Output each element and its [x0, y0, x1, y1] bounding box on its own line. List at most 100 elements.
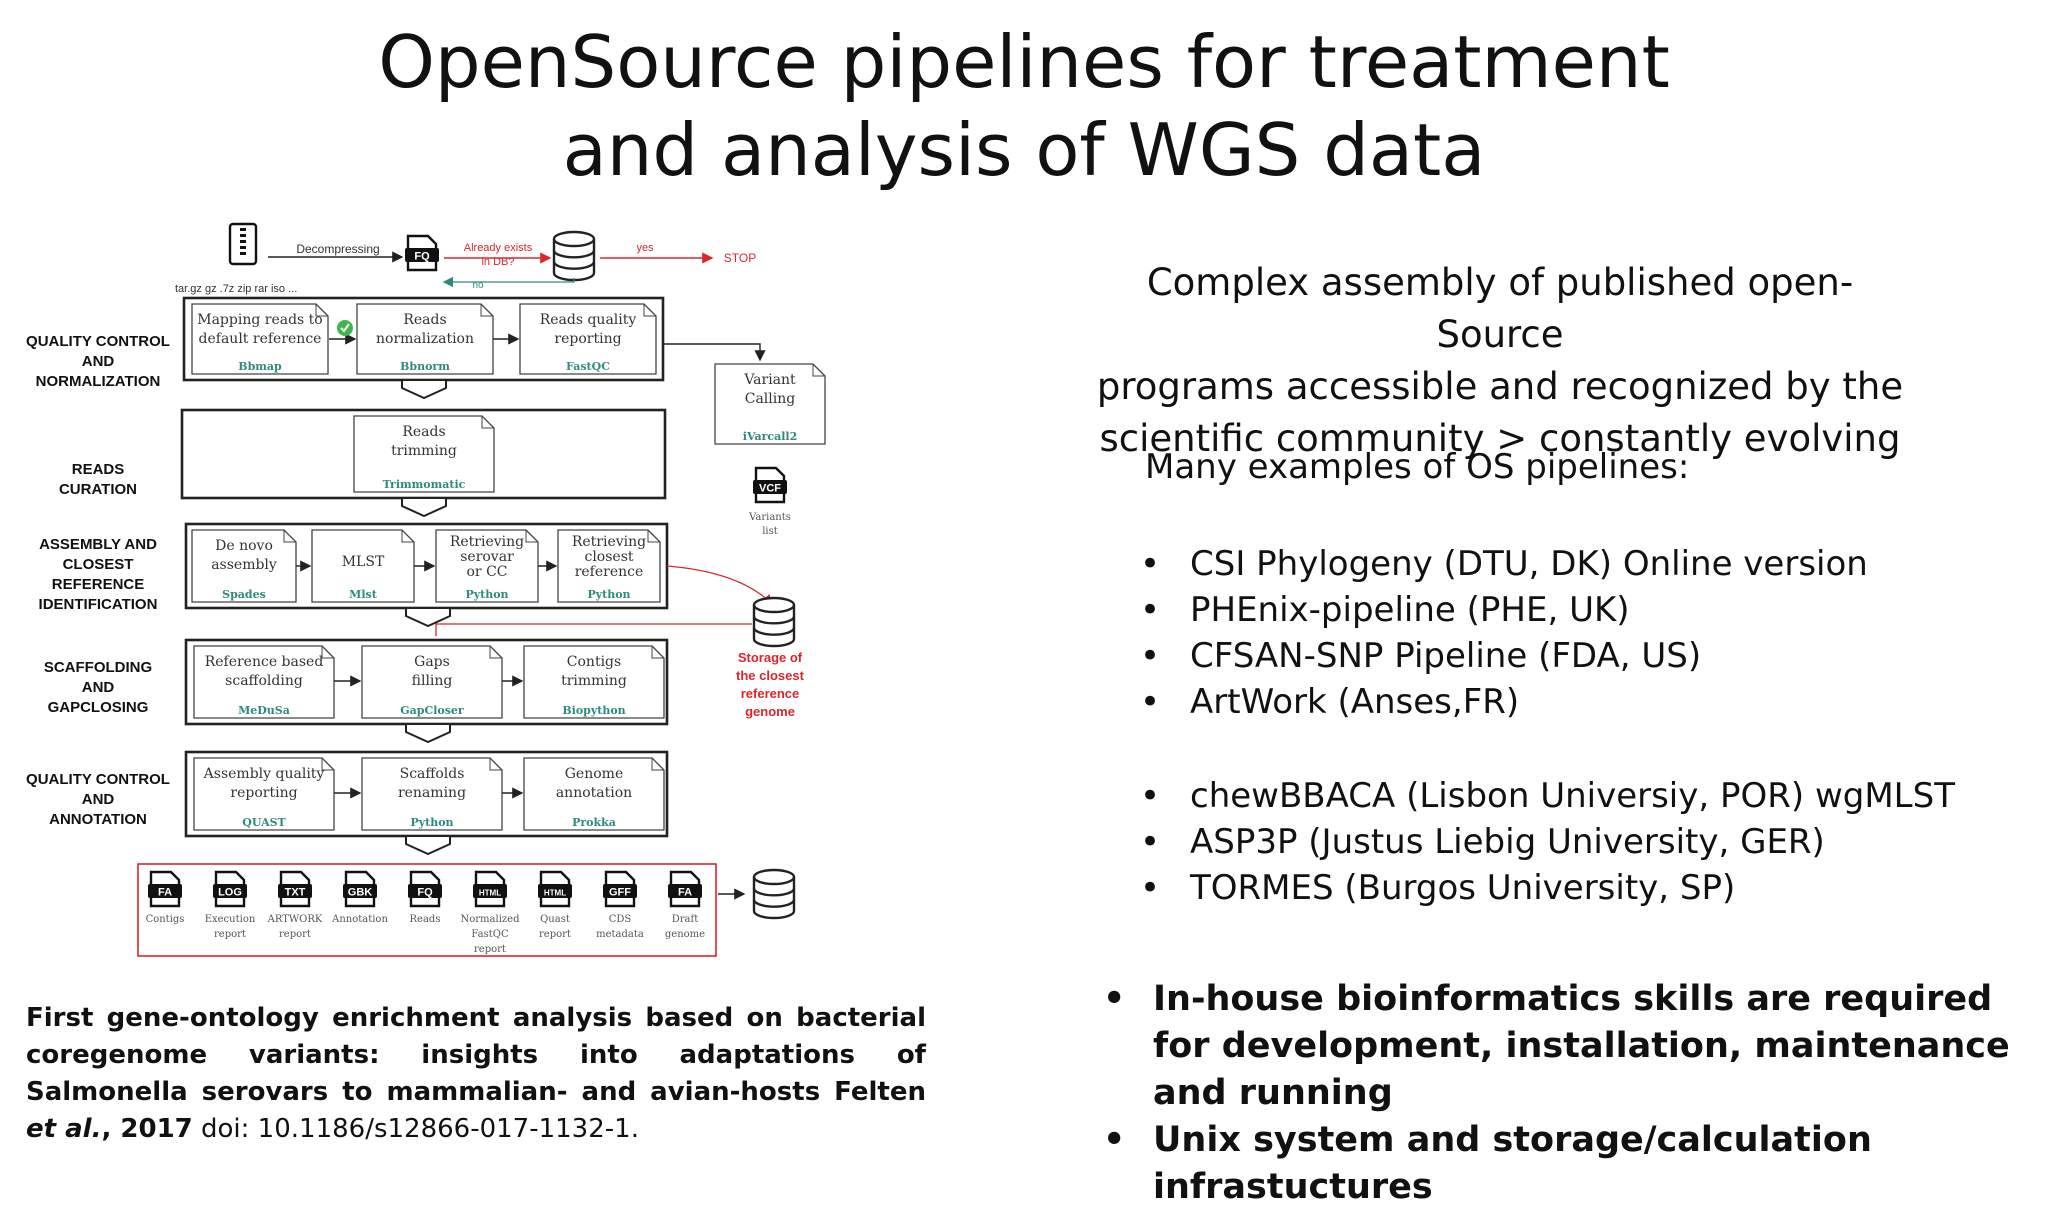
zip-file-icon — [228, 222, 258, 266]
stage-label: CLOSEST — [63, 556, 134, 573]
output-database-icon — [752, 877, 796, 920]
file-tag — [278, 884, 312, 898]
step-name: serovar — [460, 549, 514, 565]
vcf-label: Variants — [748, 512, 791, 523]
step-name: Retrieving — [572, 534, 646, 550]
already-exists-label: in DB? — [481, 256, 514, 268]
file-type: FQ — [414, 251, 430, 263]
stage-label: IDENTIFICATION — [39, 596, 158, 613]
list-item: Unix system and storage/calculation infr… — [1103, 1117, 2043, 1211]
box-fold — [401, 530, 414, 543]
box-fold — [647, 530, 660, 543]
list-item: ASP3P (Justus Liebig University, GER) — [1140, 819, 1955, 865]
stage-label: AND — [82, 679, 115, 696]
scaffolding-step — [193, 645, 335, 719]
database-top — [752, 868, 796, 886]
file-type: TXT — [285, 887, 306, 899]
box-fold — [651, 646, 664, 659]
box-fold — [481, 416, 494, 429]
step-name: Reads — [402, 424, 445, 440]
intro-line-2: programs accessible and recognized by th… — [1096, 365, 1904, 408]
annotation-step — [361, 757, 503, 831]
storage-label: genome — [745, 704, 795, 719]
list-item: PHEnix-pipeline (PHE, UK) — [1140, 587, 1868, 633]
output-label: metadata — [596, 929, 644, 940]
flow-chevron — [405, 723, 451, 744]
database-ring — [752, 888, 796, 897]
box-fold — [812, 364, 825, 377]
box-fold — [489, 758, 502, 771]
scaffolding-step — [523, 645, 665, 719]
title-line-1: OpenSource pipelines for treatment — [378, 20, 1670, 104]
step-tool: Biopython — [562, 704, 625, 717]
file-type: FA — [158, 887, 172, 899]
list-item: TORMES (Burgos University, SP) — [1140, 865, 1955, 911]
list-item: CSI Phylogeny (DTU, DK) Online version — [1140, 541, 1868, 587]
stage-label: GAPCLOSING — [48, 699, 149, 716]
file-type: HTML — [479, 889, 501, 898]
step-tool: Mlst — [349, 588, 378, 601]
step-tool: GapCloser — [400, 704, 464, 717]
list-item: ArtWork (Anses,FR) — [1140, 679, 1868, 725]
stage-label: REFERENCE — [52, 576, 145, 593]
box-fold — [315, 304, 328, 317]
box-fold — [321, 758, 334, 771]
output-label: Quast — [540, 914, 570, 925]
step-name: Calling — [745, 391, 796, 407]
flow-chevron — [401, 497, 447, 518]
output-label: Execution — [205, 914, 256, 925]
zip-teeth — [240, 234, 246, 237]
step-name: annotation — [556, 785, 632, 801]
step-tool: MeDuSa — [238, 704, 290, 717]
box-fold — [283, 530, 296, 543]
citation: First gene-ontology enrichment analysis … — [26, 1000, 926, 1148]
citation-year: , 2017 — [101, 1114, 193, 1144]
zip-teeth — [240, 246, 246, 249]
step-name: or CC — [467, 564, 508, 580]
storage-label: the closest — [736, 668, 805, 683]
box-fold — [321, 646, 334, 659]
database-top — [552, 230, 596, 248]
list-item: chewBBACA (Lisbon Universiy, POR) wgMLST — [1140, 773, 1955, 819]
step-name: Retrieving — [450, 534, 524, 550]
file-tag — [668, 884, 702, 898]
file-tag — [343, 884, 377, 898]
output-label: Reads — [410, 914, 441, 925]
file-tag — [473, 884, 507, 898]
intro-line-1: Complex assembly of published open-Sourc… — [1146, 261, 1854, 356]
title-line-2: and analysis of WGS data — [562, 108, 1486, 192]
step-name: assembly — [211, 557, 277, 573]
storage-arrow — [666, 565, 773, 605]
stage-label: AND — [82, 353, 115, 370]
output-label: report — [279, 929, 311, 940]
file-type: FA — [678, 887, 692, 899]
database-ring — [752, 627, 796, 636]
file-tag — [405, 248, 439, 262]
box-fold — [480, 304, 493, 317]
step-name: scaffolding — [225, 673, 303, 689]
stop-label: STOP — [724, 251, 756, 265]
file-tag — [408, 884, 442, 898]
output-label: Contigs — [146, 914, 185, 925]
step-name: Reads quality — [540, 312, 637, 328]
list-item: CFSAN-SNP Pipeline (FDA, US) — [1140, 633, 1868, 679]
flow-chevron — [405, 835, 451, 856]
step-tool: FastQC — [566, 360, 610, 373]
step-name: MLST — [342, 554, 385, 570]
scaffolding-step — [361, 645, 503, 719]
step-name: Reads — [403, 312, 446, 328]
step-name: trimming — [561, 673, 627, 689]
zip-teeth — [240, 252, 246, 255]
list-item: In-house bioinformatics skills are requi… — [1103, 976, 2043, 1117]
step-name: Gaps — [414, 654, 450, 670]
file-type: HTML — [544, 889, 566, 898]
intro-line-3: scientific community > constantly evolvi… — [1099, 417, 1901, 460]
step-name: reference — [575, 564, 644, 580]
stage-label: QUALITY CONTROL — [26, 333, 170, 350]
qc-step — [356, 303, 494, 375]
requirements-list: In-house bioinformatics skills are requi… — [1103, 976, 2043, 1211]
flow-chevron — [405, 607, 451, 628]
file-tag — [538, 884, 572, 898]
examples-heading: Many examples of OS pipelines: — [1145, 447, 1690, 487]
output-label: report — [474, 944, 506, 955]
